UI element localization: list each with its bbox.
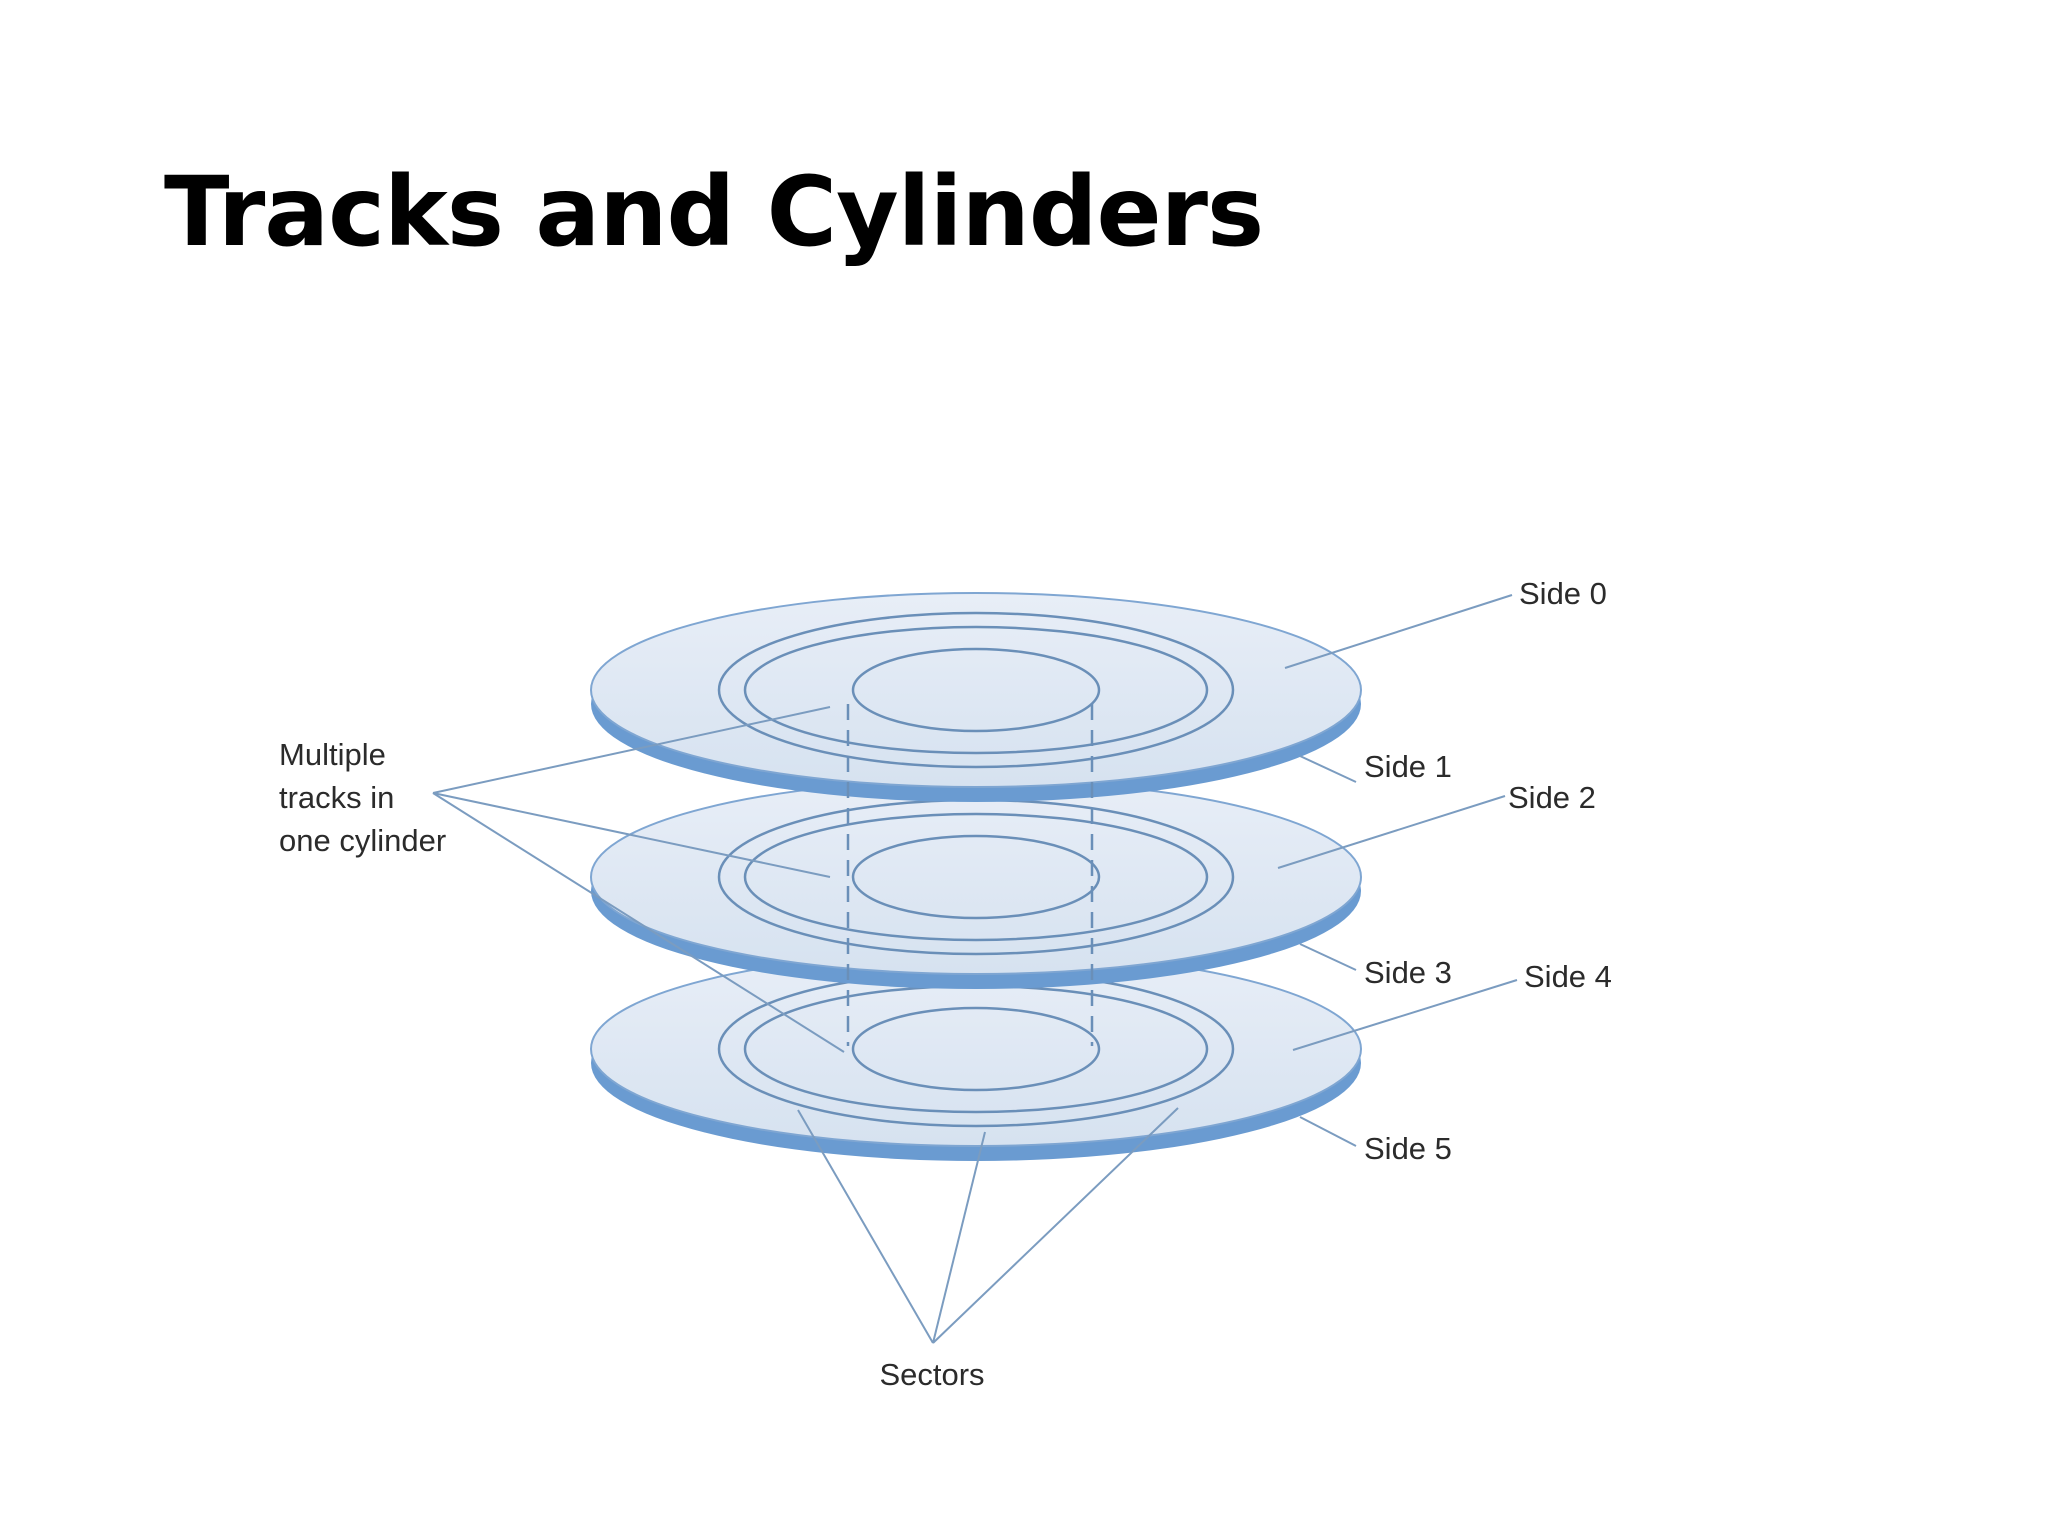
cylinder-label-line-3: one cylinder [279, 823, 446, 858]
cylinder-label-line-2: tracks in [279, 780, 394, 815]
sectors-leader-1 [797, 1109, 934, 1344]
platter-middle [590, 779, 1362, 989]
side-5-leader [1299, 1116, 1357, 1147]
platter-bottom-track-inner [851, 1006, 1101, 1092]
cylinder-label: Multiple tracks in one cylinder [279, 737, 446, 858]
side-0-label: Side 0 [1519, 576, 1607, 611]
sectors-leader-3 [932, 1107, 1179, 1344]
slide-title: Tracks and Cylinders [164, 156, 1264, 268]
cylinder-leader-2 [432, 792, 831, 878]
platter-top [590, 592, 1362, 802]
sectors-label: Sectors [879, 1357, 984, 1392]
platter-top-track-middle [743, 625, 1209, 755]
side-2-leader [1277, 795, 1506, 869]
side-5-label: Side 5 [1364, 1131, 1452, 1166]
side-4-leader [1292, 979, 1518, 1051]
platter-middle-surface [590, 779, 1362, 975]
sectors-leader-lines [797, 1107, 1179, 1344]
cylinder-dashed-lines [846, 704, 1094, 1046]
platter-top-track-outer [717, 611, 1235, 769]
cylinder-leader-1 [432, 706, 831, 794]
platter-top-surface [590, 592, 1362, 788]
side-3-leader [1299, 943, 1357, 971]
side-0-leader [1284, 594, 1513, 669]
side-labels: Side 0 Side 1 Side 2 Side 3 Side 4 Side … [1364, 576, 1612, 1166]
platter-middle-track-middle [743, 812, 1209, 942]
cylinder-label-line-1: Multiple [279, 737, 386, 772]
cylinder-leader-3 [432, 792, 845, 1053]
side-leader-lines [1277, 594, 1518, 1147]
platter-middle-track-inner [851, 834, 1101, 920]
platter-top-track-inner [851, 647, 1101, 733]
side-1-leader [1299, 755, 1357, 783]
side-3-label: Side 3 [1364, 955, 1452, 990]
side-2-label: Side 2 [1508, 780, 1596, 815]
cylinder-leader-lines [432, 706, 845, 1053]
sectors-leader-2 [932, 1131, 986, 1344]
side-1-label: Side 1 [1364, 749, 1452, 784]
side-4-label: Side 4 [1524, 959, 1612, 994]
